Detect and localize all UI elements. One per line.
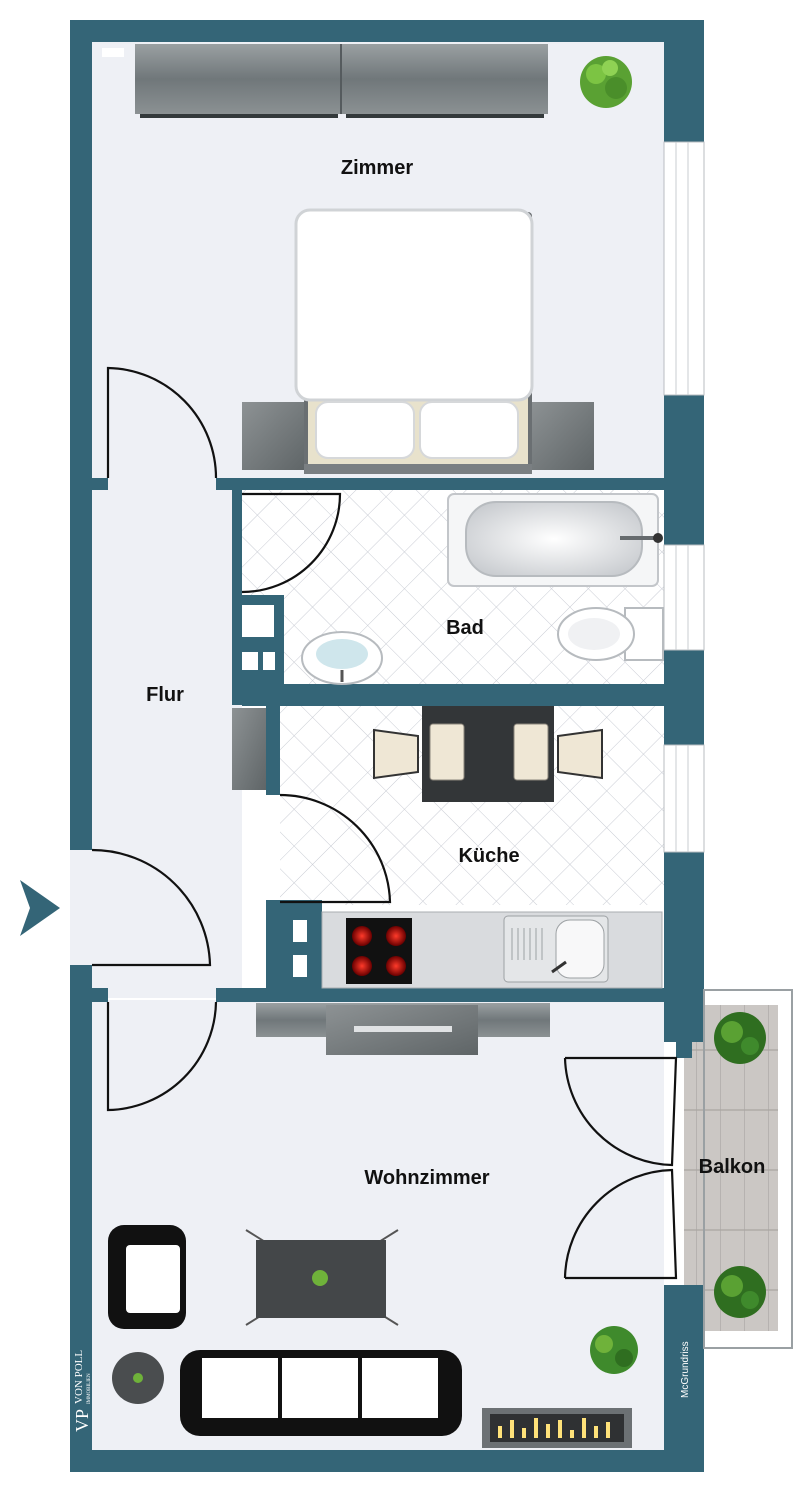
fridge (232, 708, 266, 790)
room-label-balkon: Balkon (699, 1156, 766, 1178)
bed-icon (294, 208, 534, 474)
floor-flur (92, 478, 242, 998)
door-balcony-left (563, 1056, 678, 1167)
window-bad (663, 544, 705, 651)
washbasin-icon (301, 631, 383, 685)
door-wohnzimmer (106, 1001, 218, 1112)
nightstand-left (242, 402, 306, 470)
room-label-wohnzimmer: Wohnzimmer (364, 1167, 489, 1189)
wohnzimmer-furniture (108, 1003, 638, 1448)
toilet-icon (557, 607, 664, 661)
walls (70, 20, 704, 1472)
doors[interactable] (91, 366, 678, 1280)
sink-icon (503, 915, 609, 983)
room-label-flur: Flur (146, 684, 184, 706)
credit-text: McGrundriss (680, 1341, 691, 1398)
logo-sub: IMMOBILIEN (87, 1373, 92, 1404)
balkon-furniture (703, 989, 793, 1349)
dining-table-icon (373, 706, 603, 802)
door-zimmer (106, 366, 218, 479)
side-table (112, 1352, 164, 1404)
plant-icon (714, 1266, 766, 1318)
door-bad (241, 492, 342, 594)
bathtub-icon (447, 493, 663, 587)
plant-icon (714, 1012, 766, 1064)
bad-fixtures (301, 493, 664, 685)
room-label-kueche: Küche (458, 845, 519, 867)
door-entrance (91, 848, 212, 967)
logo-monogram: VP (72, 1409, 92, 1432)
room-labels: Zimmer Flur Bad Küche Wohnzimmer Balkon (146, 157, 765, 1189)
sofa-icon (180, 1350, 462, 1436)
balcony-railing (703, 989, 793, 1349)
window-kueche (663, 744, 705, 853)
entrance-arrow-icon (20, 880, 60, 936)
zimmer-furniture (135, 44, 632, 474)
shaft (102, 48, 307, 977)
room-label-bad: Bad (446, 617, 484, 639)
window-zimmer (663, 141, 705, 396)
plant-icon (590, 1326, 638, 1374)
cooktop-icon (346, 918, 412, 984)
logo-name: VON POLL (73, 1350, 85, 1404)
logo: VP VON POLL IMMOBILIEN (72, 1350, 92, 1432)
fireplace (482, 1408, 632, 1448)
kueche-furniture (232, 706, 663, 989)
nightstand-right (530, 402, 594, 470)
door-balcony-right (563, 1168, 678, 1280)
armchair-icon (108, 1225, 186, 1329)
plant-icon (580, 56, 632, 108)
coffee-table-icon (245, 1229, 399, 1326)
door-kueche (279, 793, 392, 904)
windows (663, 141, 705, 853)
room-label-zimmer: Zimmer (341, 157, 413, 179)
entrance-opening (70, 850, 92, 965)
